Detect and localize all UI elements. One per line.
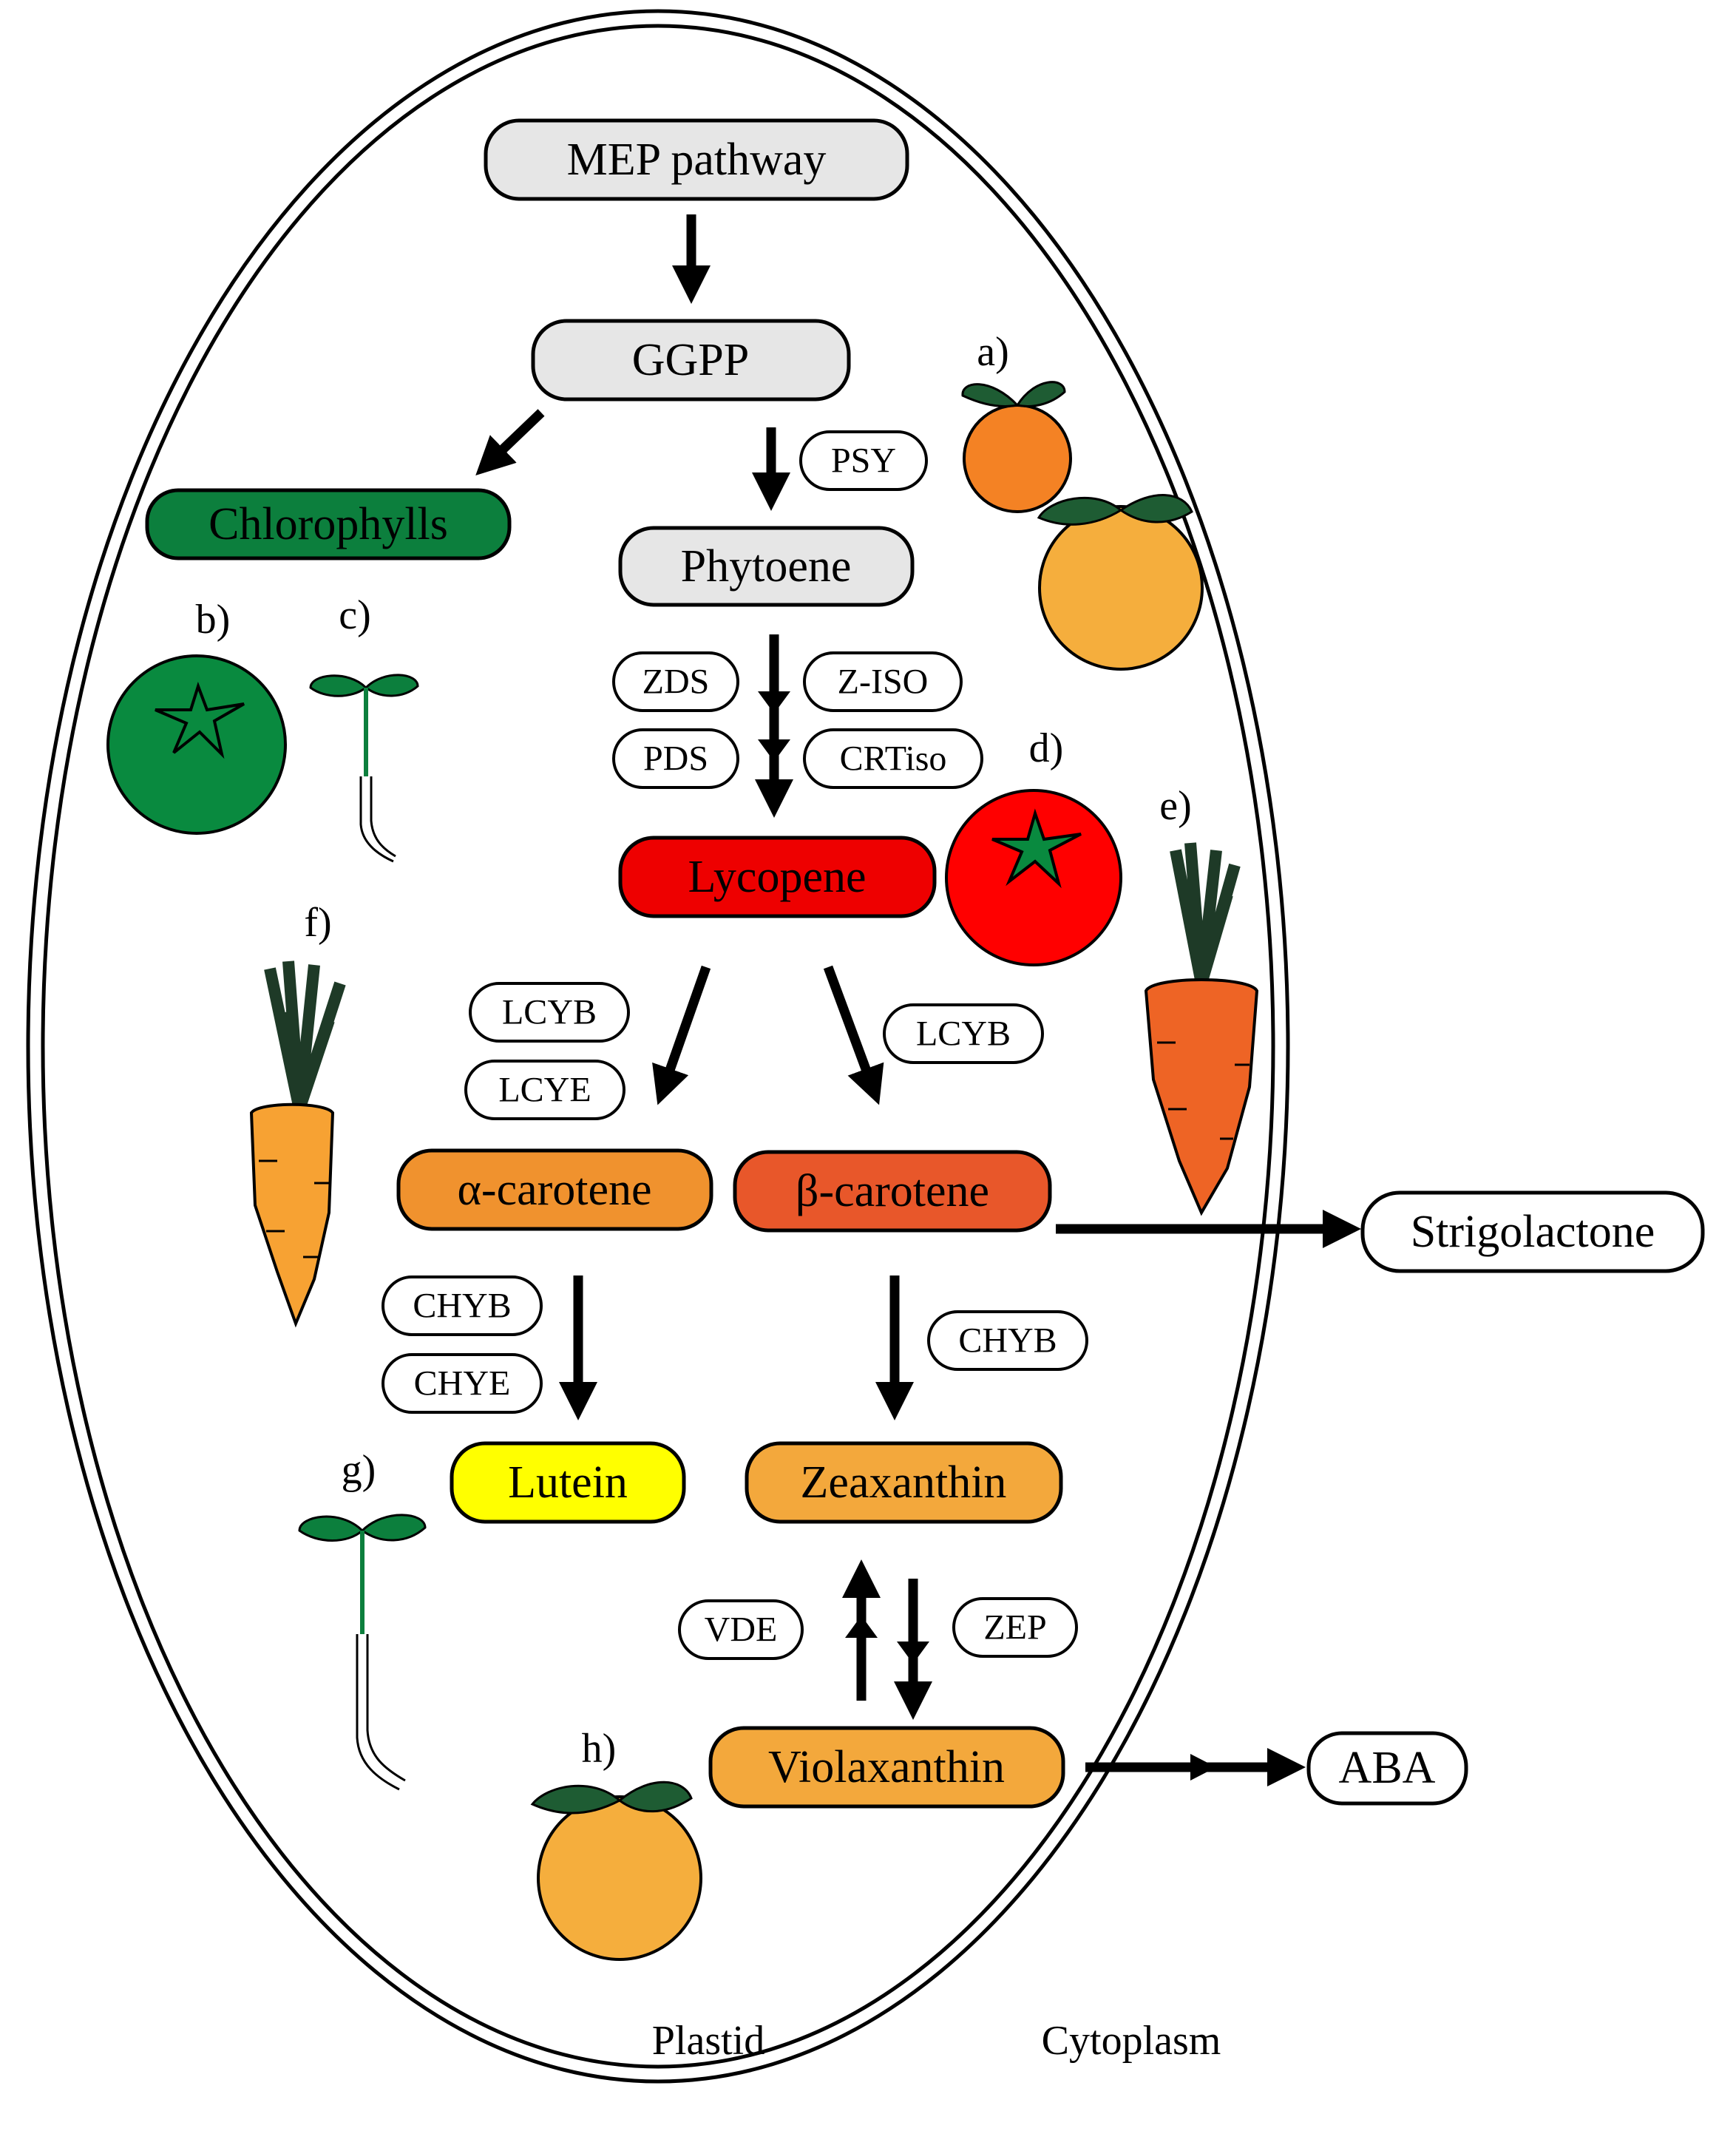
- node-mep-pathway: MEP pathway: [484, 118, 909, 201]
- enzyme-chyb-right-label: CHYB: [958, 1321, 1057, 1361]
- enzyme-zep: ZEP: [952, 1597, 1078, 1658]
- node-phytoene-label: Phytoene: [681, 541, 852, 592]
- enzyme-chyb-left: CHYB: [382, 1275, 543, 1336]
- arrow-aba-tick: [1190, 1754, 1216, 1781]
- enzyme-vde-label: VDE: [705, 1610, 778, 1650]
- enzyme-chye-label: CHYE: [414, 1364, 511, 1403]
- arrow-mid-tick-2: [758, 739, 790, 762]
- enzyme-chye: CHYE: [382, 1353, 543, 1414]
- red-tomato-illustration: [945, 789, 1122, 966]
- node-beta-carotene: β-carotene: [733, 1150, 1052, 1233]
- node-violaxanthin: Violaxanthin: [708, 1726, 1065, 1809]
- enzyme-z-iso-label: Z-ISO: [838, 663, 929, 702]
- enzyme-psy-label: PSY: [831, 441, 896, 481]
- node-lycopene: Lycopene: [618, 836, 937, 918]
- enzyme-zep-label: ZEP: [983, 1608, 1046, 1647]
- enzyme-vde: VDE: [678, 1599, 804, 1660]
- node-lutein: Lutein: [450, 1441, 686, 1524]
- orange-fruit-illustration-h: [530, 1781, 702, 1961]
- label-b: b): [196, 597, 231, 643]
- enzyme-lcyb-left: LCYB: [469, 982, 630, 1043]
- label-a: a): [977, 329, 1009, 375]
- node-aba: ABA: [1306, 1731, 1468, 1806]
- node-phytoene: Phytoene: [618, 526, 915, 607]
- enzyme-psy: PSY: [799, 430, 928, 491]
- arrow-mid-tick-1: [758, 691, 790, 714]
- carrot-illustration-e: [1144, 842, 1259, 1216]
- carrot-illustration-f: [249, 961, 346, 1328]
- arrow-vde-tick: [845, 1616, 878, 1638]
- enzyme-chyb-left-label: CHYB: [413, 1287, 511, 1326]
- seedling-illustration-g: [298, 1514, 427, 1791]
- arrow-lycopene-to-beta: [823, 965, 884, 1105]
- label-cytoplasm: Cytoplasm: [1042, 2018, 1221, 2064]
- seedling-illustration-c: [309, 674, 419, 863]
- node-chlorophylls-label: Chlorophylls: [208, 499, 448, 549]
- label-h: h): [582, 1726, 617, 1772]
- enzyme-lcye-label: LCYE: [498, 1071, 591, 1110]
- label-c: c): [339, 592, 371, 638]
- enzyme-pds-label: PDS: [643, 739, 708, 779]
- node-beta-carotene-label: β-carotene: [796, 1166, 989, 1216]
- node-aba-label: ABA: [1339, 1743, 1436, 1793]
- arrow-ggpp-to-chlorophylls: [475, 409, 545, 475]
- enzyme-z-iso: Z-ISO: [803, 651, 963, 712]
- enzyme-pds: PDS: [612, 728, 739, 789]
- node-strigolactone-label: Strigolactone: [1411, 1207, 1655, 1257]
- enzyme-crtiso-label: CRTiso: [840, 739, 947, 779]
- node-lutein-label: Lutein: [508, 1457, 628, 1508]
- enzyme-crtiso: CRTiso: [803, 728, 983, 789]
- label-g: g): [342, 1447, 376, 1493]
- node-chlorophylls: Chlorophylls: [145, 488, 512, 560]
- enzyme-zds-label: ZDS: [642, 663, 710, 702]
- tangerine-illustration: [961, 381, 1072, 513]
- node-zeaxanthin: Zeaxanthin: [745, 1441, 1063, 1524]
- node-ggpp-label: GGPP: [632, 335, 750, 385]
- node-ggpp: GGPP: [531, 319, 851, 402]
- arrow-zep-tick: [897, 1642, 929, 1664]
- enzyme-zds: ZDS: [612, 651, 739, 712]
- plastid-outer-membrane: [26, 9, 1290, 2084]
- label-plastid: Plastid: [652, 2018, 764, 2064]
- label-d: d): [1029, 725, 1064, 771]
- orange-fruit-illustration-a: [1037, 494, 1204, 671]
- plastid-inner-membrane: [41, 24, 1275, 2069]
- enzyme-lcyb-right-label: LCYB: [916, 1014, 1011, 1054]
- green-tomato-illustration: [106, 654, 287, 835]
- node-strigolactone: Strigolactone: [1360, 1190, 1705, 1273]
- node-violaxanthin-label: Violaxanthin: [768, 1742, 1005, 1792]
- label-e: e): [1159, 783, 1192, 829]
- node-alpha-carotene-label: α-carotene: [457, 1165, 651, 1215]
- node-alpha-carotene: α-carotene: [396, 1148, 713, 1231]
- node-mep-label: MEP pathway: [567, 135, 827, 185]
- enzyme-lcyb-right: LCYB: [883, 1003, 1044, 1064]
- arrow-lycopene-to-alpha: [652, 965, 711, 1105]
- label-f: f): [304, 900, 331, 946]
- enzyme-lcye: LCYE: [464, 1060, 625, 1120]
- enzyme-lcyb-left-label: LCYB: [502, 993, 597, 1032]
- node-zeaxanthin-label: Zeaxanthin: [801, 1457, 1007, 1508]
- enzyme-chyb-right: CHYB: [927, 1310, 1088, 1371]
- pathway-arrows: [475, 214, 1361, 1786]
- node-lycopene-label: Lycopene: [688, 852, 866, 902]
